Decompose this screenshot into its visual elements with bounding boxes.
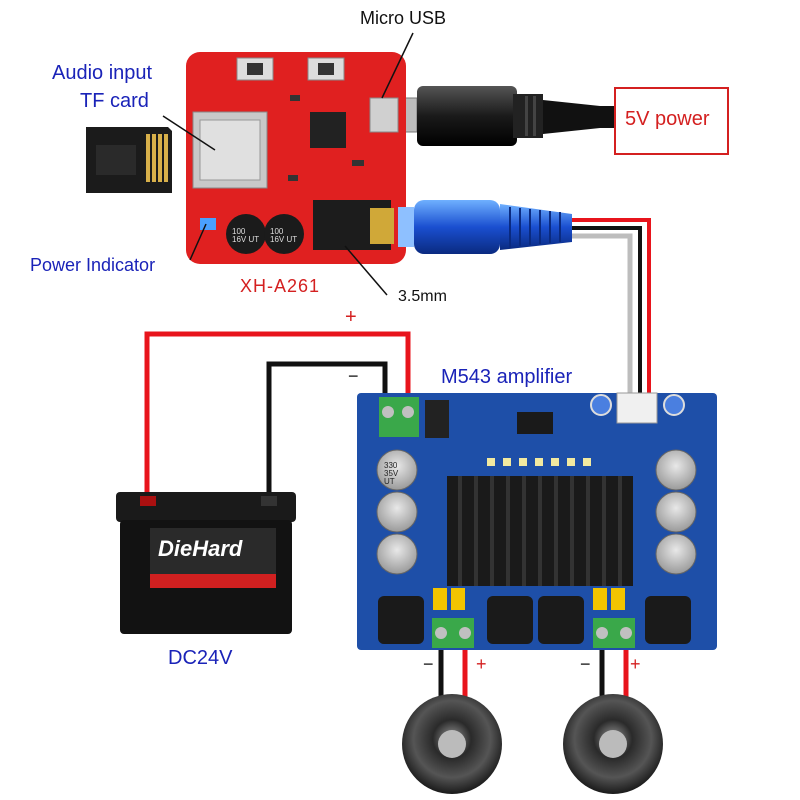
plus-sign-top: + (345, 306, 357, 328)
speaker-left (402, 694, 502, 794)
callout-lines (162, 32, 414, 296)
jack-label: 3.5mm (398, 288, 447, 305)
cap-large-label: 330 35V UT (384, 461, 399, 486)
tf-card-label: TF card (80, 90, 149, 112)
speaker1-minus: − (423, 654, 434, 674)
amplifier-label: M543 amplifier (441, 366, 573, 388)
usb-cable (394, 86, 616, 146)
power-box-label: 5V power (625, 108, 710, 130)
speaker2-plus: + (630, 654, 641, 674)
micro-sd-card (86, 127, 172, 193)
xh-a261-board (186, 52, 406, 264)
battery (116, 492, 296, 634)
audio-input-label: Audio input (52, 62, 153, 84)
audio-signal-wires (572, 218, 651, 395)
amplifier-board (357, 392, 717, 650)
module-name-label: XH-A261 (240, 276, 321, 296)
battery-negative-wire (266, 361, 388, 492)
power-box (614, 87, 729, 155)
battery-brand: DieHard (158, 536, 243, 561)
power-indicator-label: Power Indicator (30, 255, 156, 275)
cap-small-1: 100 16V UT (232, 227, 260, 244)
speaker-right (563, 694, 663, 794)
cap-small-2: 100 16V UT (270, 227, 298, 244)
speaker2-minus: − (580, 654, 591, 674)
speaker1-plus: + (476, 654, 487, 674)
audio-plug (398, 200, 572, 254)
battery-voltage-label: DC24V (168, 647, 233, 669)
micro-usb-label: Micro USB (360, 8, 447, 28)
minus-sign-top: − (348, 366, 359, 386)
battery-positive-wire (144, 331, 411, 498)
